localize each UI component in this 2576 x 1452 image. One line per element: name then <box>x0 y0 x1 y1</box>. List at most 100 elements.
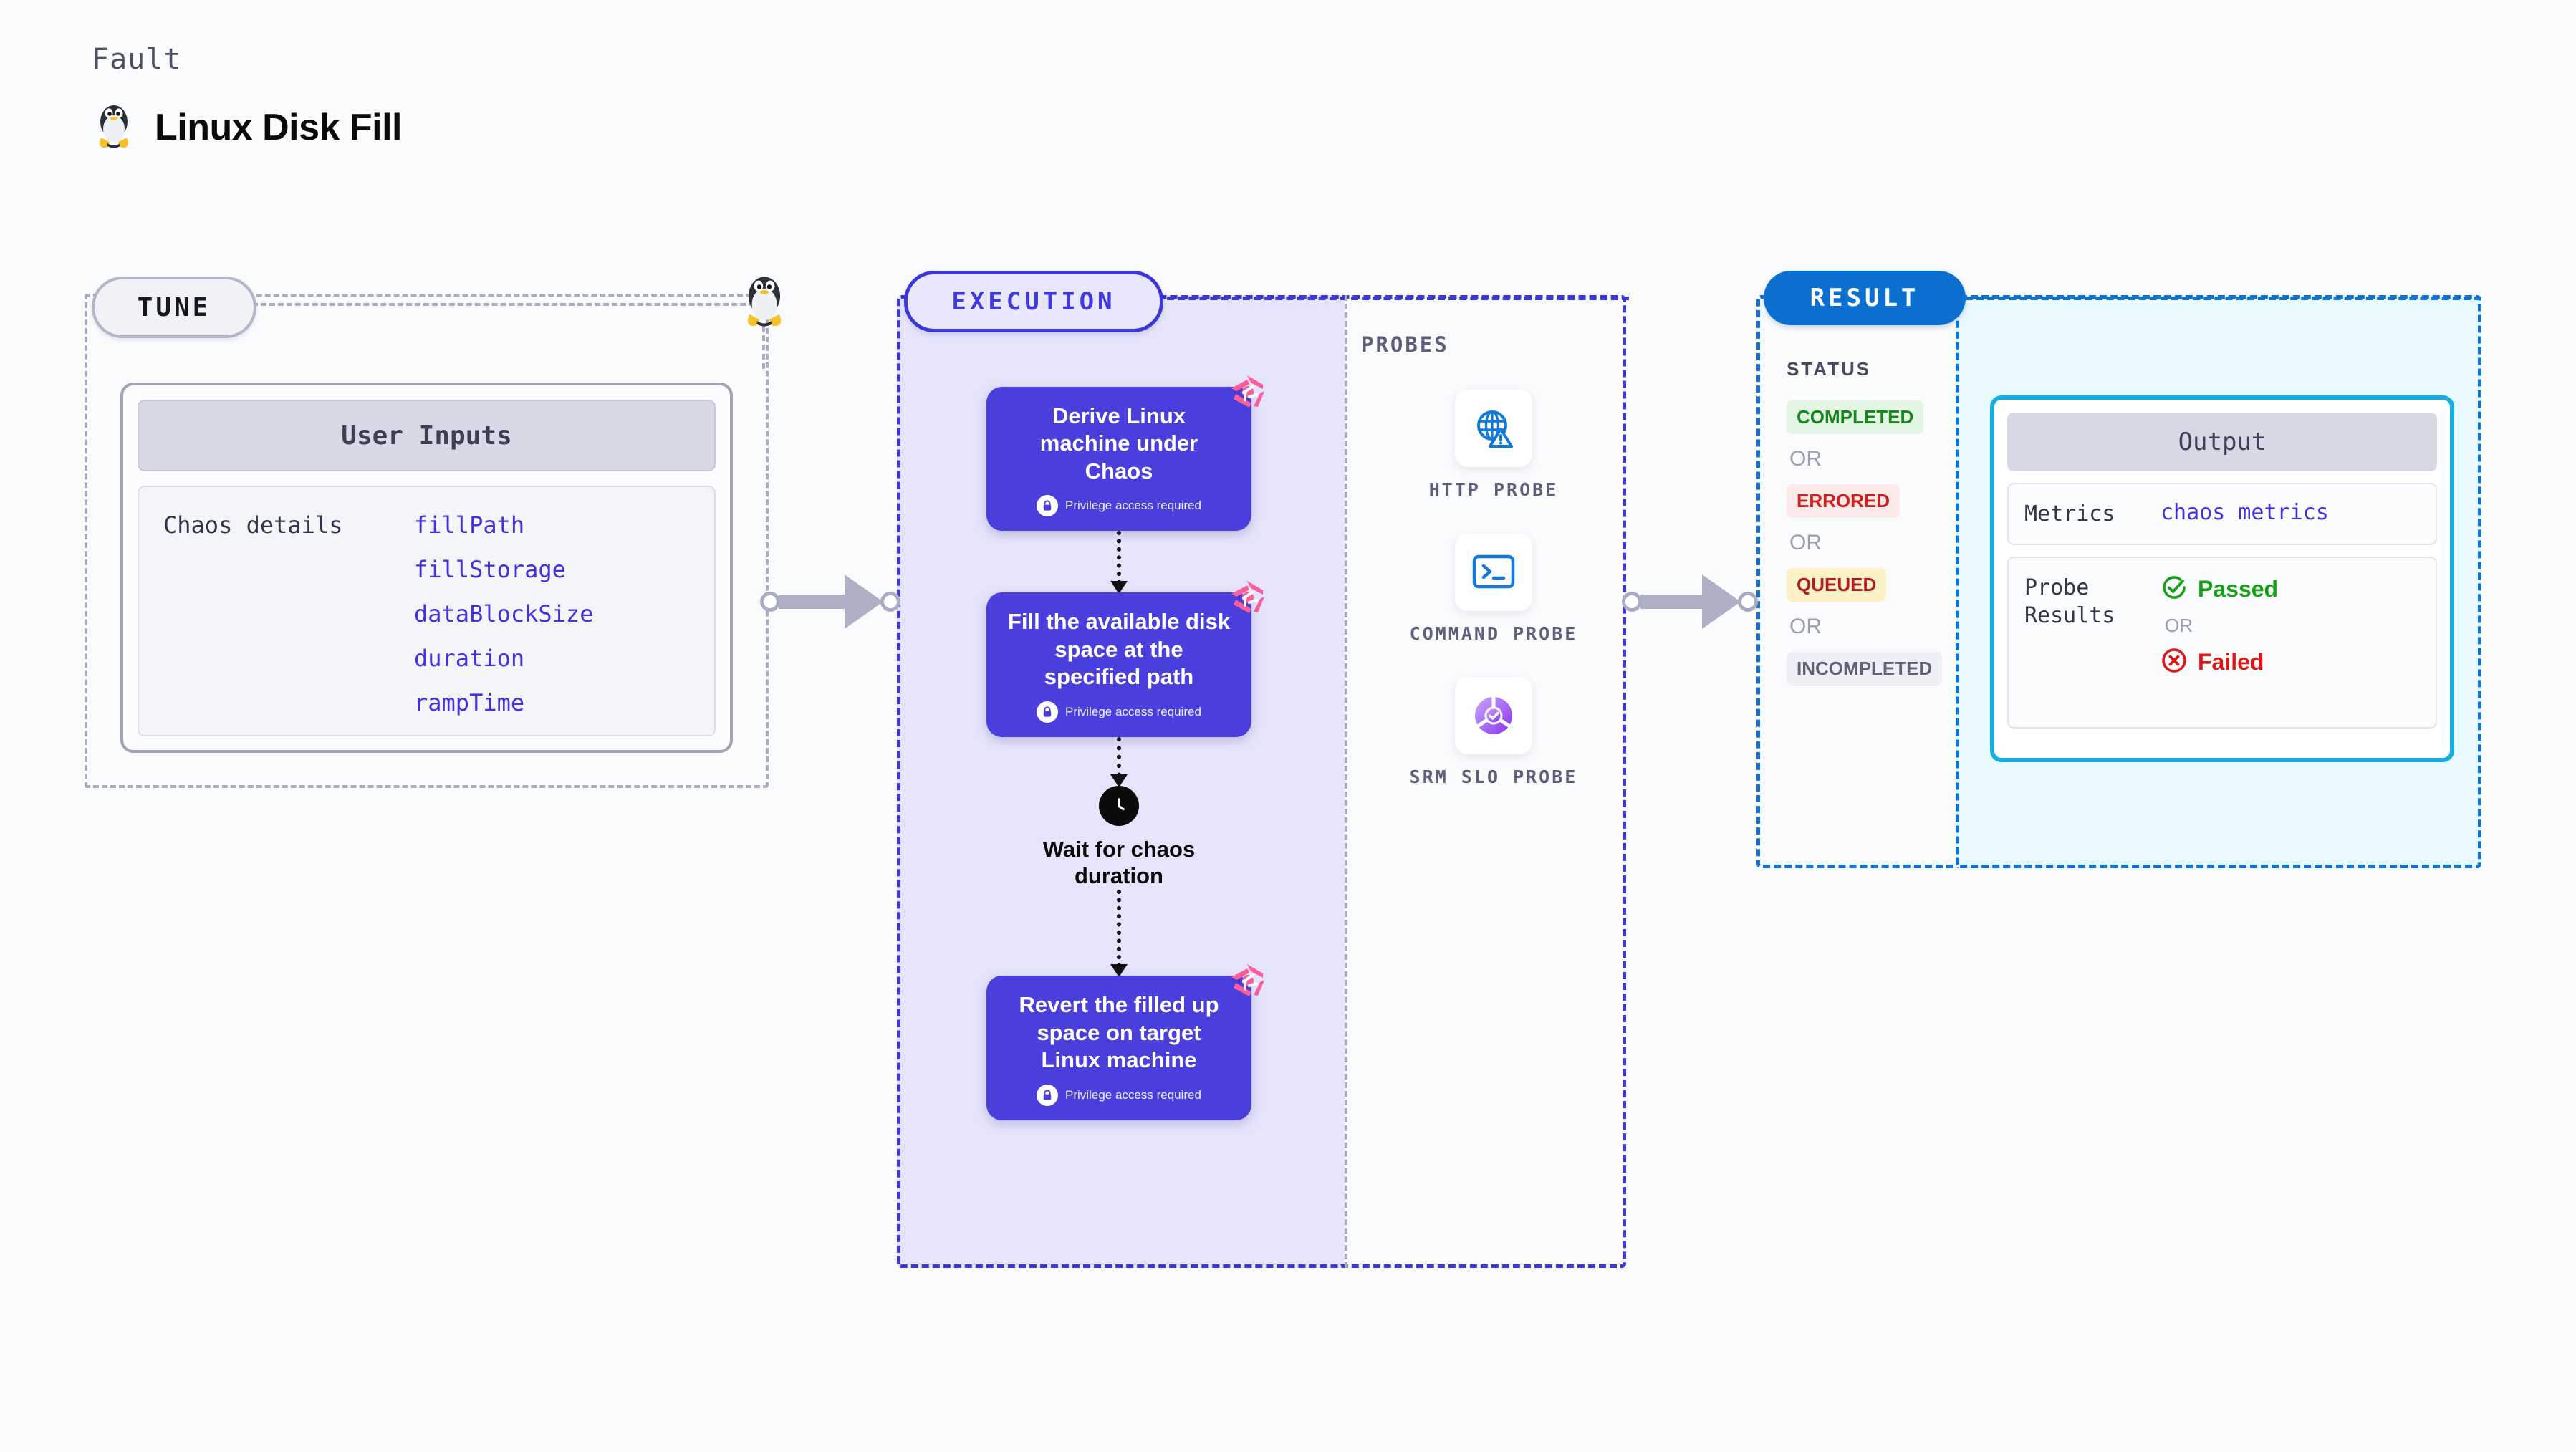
output-metrics-row: Metrics chaos metrics <box>2007 483 2437 545</box>
result-connector-line <box>1966 297 2481 300</box>
lock-icon <box>1037 495 1059 517</box>
probe-item-http[interactable]: HTTP PROBE <box>1386 390 1601 502</box>
param-fillpath[interactable]: fillPath <box>414 511 525 539</box>
page-title-row: Linux Disk Fill <box>92 100 403 154</box>
clock-icon <box>1099 785 1139 826</box>
probe-label: SRM SLO PROBE <box>1409 766 1578 787</box>
step-privilege-note: Privilege access required <box>1005 701 1233 723</box>
litmus-chaos-logo-icon <box>1227 371 1267 411</box>
output-probe-results-row: Probe Results Passed OR <box>2007 557 2437 729</box>
metrics-value-link[interactable]: chaos metrics <box>2161 500 2329 525</box>
check-circle-icon <box>2161 574 2188 605</box>
arrow-end-dot <box>1738 592 1758 612</box>
step-title: Fill the available disk space at the spe… <box>1007 609 1231 690</box>
or-separator: OR <box>1789 531 1822 554</box>
user-inputs-card: User Inputs Chaos details fillPath fillS… <box>120 383 733 753</box>
probe-result-passed: Passed <box>2161 574 2278 605</box>
execution-step-card[interactable]: Derive Linux machine under Chaos Privile… <box>986 375 1264 532</box>
param-fillstorage[interactable]: fillStorage <box>414 556 566 583</box>
status-badge-errored: ERRORED <box>1787 484 1900 518</box>
param-ramptime[interactable]: rampTime <box>414 689 525 716</box>
output-title: Output <box>2178 428 2267 456</box>
tune-connector-stem <box>762 326 765 369</box>
lock-icon <box>1037 1084 1059 1106</box>
page-title: Linux Disk Fill <box>155 106 403 148</box>
execution-probes-divider <box>1345 295 1347 1268</box>
probe-results-key: Probe Results <box>2024 575 2115 628</box>
step-title: Derive Linux machine under Chaos <box>1039 403 1198 484</box>
arrow-start-dot <box>1622 592 1642 612</box>
flow-connector <box>1110 736 1128 787</box>
status-badge-queued: QUEUED <box>1787 568 1887 602</box>
flow-connector <box>1110 890 1128 978</box>
or-separator: OR <box>1789 447 1822 471</box>
user-inputs-body: Chaos details fillPath fillStorage dataB… <box>138 486 716 736</box>
arrow-shaft <box>779 595 846 609</box>
privilege-text: Privilege access required <box>1065 704 1201 718</box>
probe-label: HTTP PROBE <box>1428 479 1559 500</box>
tune-pill-label: TUNE <box>137 292 211 322</box>
execution-connector-line <box>1156 297 1629 300</box>
wait-node: Wait for chaos duration <box>1011 785 1226 890</box>
passed-label: Passed <box>2198 576 2279 602</box>
tune-pill[interactable]: TUNE <box>92 277 256 338</box>
status-title: STATUS <box>1787 358 1872 380</box>
step-privilege-note: Privilege access required <box>1005 495 1233 517</box>
probe-result-failed: Failed <box>2161 647 2278 678</box>
arrow-head <box>1702 574 1741 629</box>
page-header: Fault Linux Disk Fill <box>92 43 403 154</box>
eyebrow-label: Fault <box>92 43 182 76</box>
arrow-head-icon <box>1110 964 1128 978</box>
privilege-text: Privilege access required <box>1065 1087 1201 1102</box>
status-list: STATUS COMPLETED OR ERRORED OR QUEUED OR… <box>1787 358 1966 686</box>
arrow-start-dot <box>760 592 780 612</box>
status-badge-completed: COMPLETED <box>1787 400 1924 434</box>
metrics-key: Metrics <box>2024 501 2115 527</box>
probe-item-command[interactable]: COMMAND PROBE <box>1386 533 1601 646</box>
probe-item-srm-slo[interactable]: SRM SLO PROBE <box>1386 677 1601 789</box>
probes-column: PROBES HTTP PROBE <box>1361 295 1626 1268</box>
probe-results-values: Passed OR Failed <box>2161 574 2278 678</box>
step-title: Revert the filled up space on target Lin… <box>1019 992 1219 1073</box>
probes-list: HTTP PROBE COMMAND PROBE <box>1361 390 1626 789</box>
wait-node-label: Wait for chaos duration <box>1042 836 1196 889</box>
param-datablocksize[interactable]: dataBlockSize <box>414 600 594 628</box>
tune-connector-line <box>252 303 772 306</box>
x-circle-icon <box>2161 647 2188 678</box>
execution-step-card[interactable]: Fill the available disk space at the spe… <box>986 581 1264 737</box>
execution-flow: Derive Linux machine under Chaos Privile… <box>976 375 1264 1120</box>
execution-pill[interactable]: EXECUTION <box>904 271 1163 332</box>
terminal-icon <box>1455 533 1532 611</box>
arrow-head-icon <box>1110 774 1128 787</box>
or-separator: OR <box>2165 615 2193 636</box>
execution-pill-label: EXECUTION <box>951 287 1116 316</box>
flow-connector <box>1110 531 1128 595</box>
arrow-tune-to-execution <box>760 574 900 629</box>
privilege-text: Privilege access required <box>1065 499 1201 513</box>
probe-label: COMMAND PROBE <box>1409 622 1578 644</box>
chaos-details-label: Chaos details <box>163 511 343 539</box>
status-badge-incompleted: INCOMPLETED <box>1787 652 1943 686</box>
execution-step-card[interactable]: Revert the filled up space on target Lin… <box>986 964 1264 1120</box>
linux-penguin-icon <box>92 100 136 154</box>
globe-warning-icon <box>1455 390 1532 467</box>
result-pill[interactable]: RESULT <box>1764 271 1966 325</box>
probes-title: PROBES <box>1361 332 1449 357</box>
result-pill-label: RESULT <box>1810 284 1920 312</box>
arrow-shaft <box>1640 595 1703 609</box>
arrow-head <box>845 574 883 629</box>
param-duration[interactable]: duration <box>414 645 525 672</box>
tune-panel <box>85 294 769 788</box>
or-separator: OR <box>1789 615 1822 638</box>
user-inputs-title: User Inputs <box>341 420 512 451</box>
step-privilege-note: Privilege access required <box>1005 1084 1233 1106</box>
litmus-chaos-logo-icon <box>1227 577 1267 617</box>
output-card: Output Metrics chaos metrics Probe Resul… <box>1990 395 2454 762</box>
linux-penguin-icon <box>739 269 790 331</box>
arrow-end-dot <box>880 592 900 612</box>
lock-icon <box>1037 701 1059 723</box>
failed-label: Failed <box>2198 649 2264 675</box>
output-header: Output <box>2007 413 2437 471</box>
user-inputs-header: User Inputs <box>138 400 716 471</box>
arrow-head-icon <box>1110 581 1128 595</box>
